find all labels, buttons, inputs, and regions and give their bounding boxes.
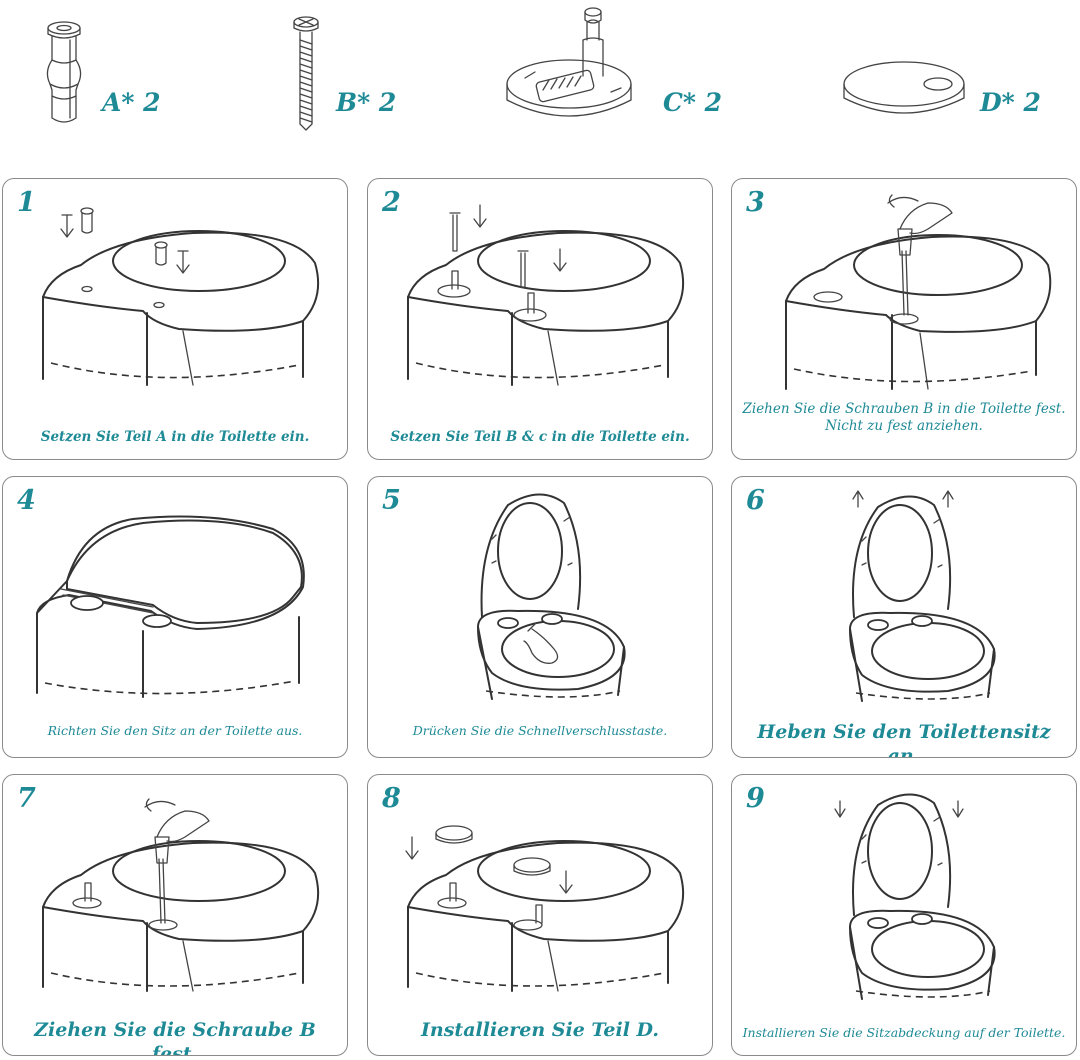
step-panel-6: 6 Heben Sie den Toilettensitz an. (731, 476, 1077, 758)
step-number: 7 (17, 783, 36, 814)
step-panel-2: 2 Setzen Sie Teil B & c in die Toilette … (367, 178, 713, 460)
toilet-illustration (849, 490, 996, 702)
step-number: 4 (17, 485, 36, 516)
step-number: 2 (382, 187, 401, 218)
toilet-illustration (834, 793, 996, 1000)
step-caption: Drücken Sie die Schnellverschlusstaste. (412, 723, 668, 738)
step-caption: Installieren Sie Teil D. (421, 1019, 659, 1041)
step-caption: Ziehen Sie die Schrauben B in die Toilet… (742, 401, 1066, 434)
toilet-illustration (42, 798, 320, 992)
cover-cap-icon (843, 61, 965, 114)
step-number: 3 (746, 187, 765, 218)
part-label-a: A* 2 (102, 88, 161, 117)
parts-row: A* 2 B* 2 C* 2 D* (0, 0, 1080, 160)
step-panel-8: 8 Installieren Sie Teil D. (367, 774, 713, 1056)
part-b: B* 2 (280, 0, 420, 160)
hinge-base-icon (437, 270, 471, 298)
part-label-c: C* 2 (663, 88, 723, 117)
screw-icon (449, 212, 529, 288)
step-number: 5 (382, 485, 401, 516)
step-number: 6 (746, 485, 765, 516)
cover-cap-icon (435, 825, 473, 844)
step-panel-3: 3 Ziehen Sie die Schrauben B in die Toil… (731, 178, 1077, 460)
step-panel-7: 7 Ziehen Sie die Schraube B fest. (2, 774, 348, 1056)
step-caption: Setzen Sie Teil B & c in die Toilette ei… (390, 429, 690, 445)
hinge-base-icon (506, 7, 632, 117)
arrow-up-icon (942, 490, 954, 508)
arrow-up-icon (852, 490, 864, 508)
step-number: 8 (382, 783, 401, 814)
step-panel-1: 1 Setzen Sie Teil A in die Toilette ein. (2, 178, 348, 460)
step-caption: Richten Sie den Sitz an der Toilette aus… (47, 723, 303, 738)
step-panel-9: 9 Installieren Sie die Sitzabdeckung auf… (731, 774, 1077, 1056)
rotate-arrow-icon (887, 196, 919, 204)
screw-icon (293, 16, 319, 131)
part-d: D* 2 (840, 0, 1060, 160)
part-a: A* 2 (30, 0, 170, 160)
toilet-illustration (477, 493, 626, 700)
bushing-icon (154, 241, 168, 266)
rotate-arrow-icon (144, 800, 176, 808)
step-number: 1 (17, 187, 36, 218)
toilet-illustration (407, 204, 685, 386)
bushing-icon (80, 207, 94, 234)
arrow-down-icon (952, 800, 964, 818)
toilet-illustration (405, 825, 685, 992)
step-caption: Setzen Sie Teil A in die Toilette ein. (40, 429, 310, 445)
part-label-b: B* 2 (336, 88, 397, 117)
part-label-d: D* 2 (980, 88, 1041, 117)
bushing-icon (46, 21, 82, 123)
toilet-illustration (785, 194, 1052, 390)
arrow-down-icon (834, 800, 846, 818)
toilet-illustration (36, 515, 305, 698)
hinge-base-icon (513, 292, 547, 322)
step-caption: Heben Sie den Toilettensitz an. (757, 721, 1051, 758)
toilet-illustration (42, 207, 320, 386)
step-caption: Installieren Sie die Sitzabdeckung auf d… (742, 1025, 1066, 1040)
step-caption: Ziehen Sie die Schraube B fest. (34, 1019, 316, 1056)
cover-cap-icon (513, 857, 551, 876)
step-panel-4: 4 Richten Sie den Sitz an der Toilette a… (2, 476, 348, 758)
step-number: 9 (746, 783, 765, 814)
step-panel-5: 5 Drücken Sie die Schnellverschlusstaste… (367, 476, 713, 758)
part-c: C* 2 (495, 0, 725, 160)
